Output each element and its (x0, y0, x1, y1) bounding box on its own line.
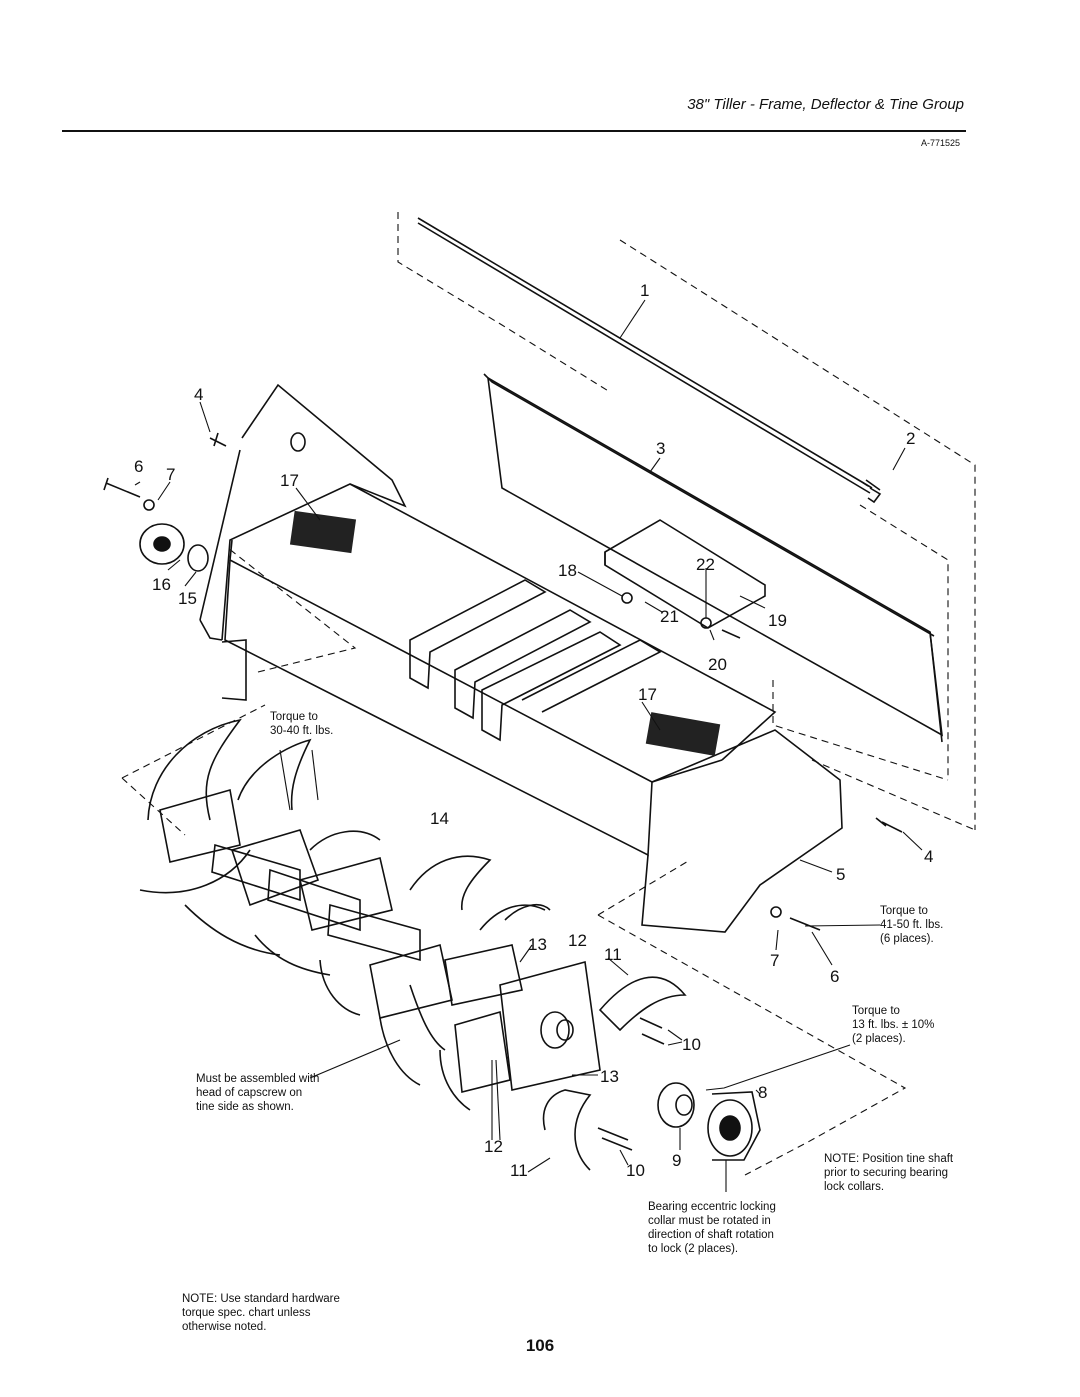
vent-grille-17b (645, 712, 721, 756)
callout-20: 20 (708, 655, 727, 674)
lock-collar-part-9 (657, 1082, 695, 1128)
callout-18: 18 (558, 561, 577, 580)
note-capscrew: Must be assembled with head of capscrew … (196, 1073, 320, 1113)
callout-14: 14 (430, 809, 449, 828)
callout-21: 21 (660, 607, 679, 626)
right-hardware (621, 592, 903, 931)
assembly-dash-lines (121, 212, 976, 1176)
callout-6-right: 6 (830, 967, 839, 986)
callout-4-right: 4 (924, 847, 933, 866)
callout-7-right: 7 (770, 951, 779, 970)
callout-8: 8 (758, 1083, 767, 1102)
note-torque-bolts: Torque to 41-50 ft. lbs. (6 places). (880, 905, 944, 945)
callout-1: 1 (640, 281, 649, 300)
callout-leader-lines (134, 299, 923, 1173)
callout-9: 9 (672, 1151, 681, 1170)
bracket-part-19 (604, 519, 766, 629)
callout-3: 3 (656, 439, 665, 458)
tiller-hood-frame (199, 383, 843, 933)
note-torque-tines: Torque to 30-40 ft. lbs. (270, 711, 334, 737)
callout-12-top: 12 (568, 931, 587, 950)
mounting-rails (409, 579, 662, 742)
callout-2: 2 (906, 429, 915, 448)
tine-assembly-left (139, 718, 421, 1016)
note-eccentric-collar: Bearing eccentric locking collar must be… (648, 1201, 776, 1255)
callout-6-left: 6 (134, 457, 143, 476)
callout-16: 16 (152, 575, 171, 594)
callout-13-top: 13 (528, 935, 547, 954)
note-tine-shaft: NOTE: Position tine shaft prior to secur… (824, 1153, 954, 1193)
tine-assembly-center (369, 855, 601, 1171)
callout-11-bottom: 11 (510, 1161, 528, 1180)
vent-grille-17a (289, 510, 357, 554)
callout-13-bottom: 13 (600, 1067, 619, 1086)
callout-10-bottom: 10 (626, 1161, 645, 1180)
callout-12-bottom: 12 (484, 1137, 503, 1156)
callout-11-top: 11 (604, 945, 622, 964)
callout-15: 15 (178, 589, 197, 608)
callout-22: 22 (696, 555, 715, 574)
rod-part-1 (417, 217, 882, 504)
callout-10-right: 10 (682, 1035, 701, 1054)
side-hardware (103, 432, 306, 572)
document-number: A-771525 (920, 138, 960, 148)
pin-part-2 (861, 479, 881, 491)
bolts-part-10 (597, 1017, 665, 1151)
callout-17-right: 17 (638, 685, 657, 704)
callout-19: 19 (768, 611, 787, 630)
tine-part-11 (598, 976, 687, 1032)
callout-labels: 1 2 3 4 4 5 6 6 7 7 8 9 10 10 10 11 11 1… (134, 281, 933, 1180)
callout-17-left: 17 (280, 471, 299, 490)
note-leader-lines (279, 749, 881, 1192)
note-torque-collar: Torque to 13 ft. lbs. ± 10% (2 places). (852, 1005, 935, 1045)
note-standard-hardware: NOTE: Use standard hardware torque spec.… (182, 1293, 340, 1333)
callout-5: 5 (836, 865, 845, 884)
page-title: 38" Tiller - Frame, Deflector & Tine Gro… (687, 96, 964, 113)
header-rule (62, 130, 966, 132)
callout-7-left: 7 (166, 465, 175, 484)
bearing-part-8 (707, 1091, 761, 1161)
callout-4-top: 4 (194, 385, 203, 404)
deflector-part-3 (483, 373, 943, 743)
page-number: 106 (525, 1336, 555, 1355)
